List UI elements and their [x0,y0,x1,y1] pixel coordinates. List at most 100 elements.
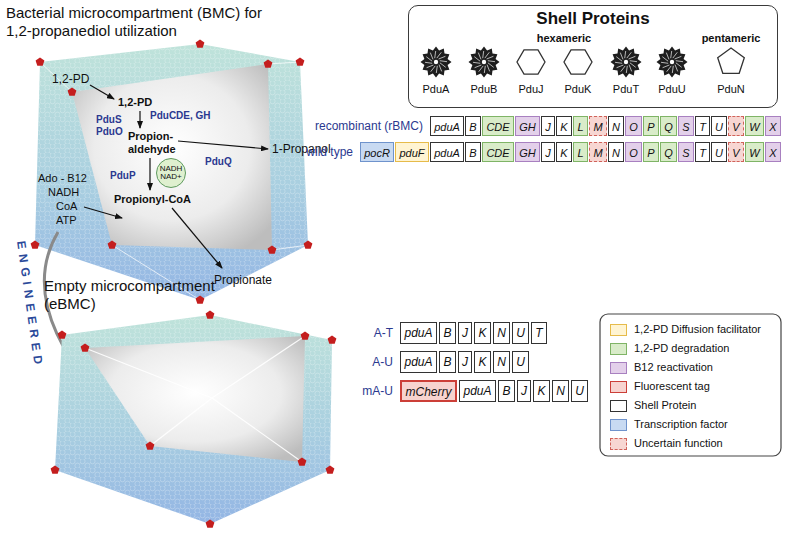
gene-name: S [682,144,689,162]
gene-box: O [625,116,642,136]
protein-icon [460,44,508,80]
shell-protein: PduU [648,44,696,102]
gene-box: U [512,322,529,344]
gene-box: M [589,142,607,162]
gene-box: V [728,142,744,162]
protein-name: PduU [648,83,696,95]
legend-frame [600,314,781,456]
gene-name: M [593,144,602,162]
gene-box: L [573,142,588,162]
gene-name: U [715,144,723,162]
gene-box: pduA [459,380,496,402]
gene-name: pduA [404,323,432,343]
gene-name: mCherry [405,383,451,401]
gene-box: J [541,116,555,136]
gene-name: J [545,118,551,136]
protein-name: PduB [460,83,508,95]
pathway-label: Ado - B12 [38,172,87,184]
legend-text: 1,2-PD degradation [634,342,729,354]
ebmc-shell [51,310,337,527]
legend-swatch [610,419,627,431]
gene-box: N [552,380,569,402]
gene-name: T [535,323,542,343]
legend-text: Uncertain function [634,437,723,449]
gene-box: W [745,142,764,162]
gene-box: P [643,142,659,162]
protein-name: PduT [602,83,650,95]
gene-name: N [612,144,620,162]
group-label: pentameric [691,32,771,44]
gene-name: W [749,144,759,162]
protein-icon [554,44,602,80]
arrow-label: ENGINEERED [14,240,46,370]
legend-text: Transcription factor [634,418,728,430]
shell-protein: PduJ [507,44,555,102]
gene-box: U [711,116,727,136]
gene-box: P [643,116,659,136]
gene-name: J [462,352,468,372]
gene-box: W [745,116,764,136]
gene-name: CDE [486,118,509,136]
legend-text: 1,2-PD Diffusion facilitator [634,323,761,335]
gene-name: J [545,144,551,162]
gene-name: pduA [434,118,460,136]
gene-name: P [647,144,654,162]
panel-title: Shell Proteins [409,9,777,29]
gene-box: pduF [395,142,429,162]
gene-box: N [493,351,510,373]
panel-heading: Bacterial microcompartment (BMC) for 1,2… [6,4,286,40]
gene-box: pduA [400,322,437,344]
gene-name: T [699,118,706,136]
protein-name: PduJ [507,83,555,95]
shell-protein: PduT [602,44,650,102]
shell-protein-panel: Shell ProteinshexamericpentamericPduAPdu… [408,5,778,108]
legend-swatch [610,381,627,393]
gene-box: GH [515,116,540,136]
gene-box: K [533,380,550,402]
gene-box: B [439,322,456,344]
pathway-label: Propionate [214,273,272,287]
gene-box: K [556,116,572,136]
pathway-label: 1,2-PD [118,96,152,108]
panel-heading: Empty microcompartment (eBMC) [44,277,254,313]
row-label: A-U [372,355,393,369]
gene-name: V [732,144,739,162]
legend-swatch [610,343,627,355]
legend-swatch [610,324,627,336]
gene-name: X [769,118,776,136]
gene-box: J [458,351,472,373]
gene-name: W [749,118,759,136]
gene-box: Q [660,116,677,136]
gene-name: S [682,118,689,136]
gene-name: V [732,118,739,136]
gene-name: K [560,118,567,136]
gene-name: B [469,118,476,136]
cofactor-circle: NADH NAD+ [156,158,186,188]
gene-name: J [521,381,527,401]
legend-swatch [610,438,627,450]
pathway-label: CoA [56,200,77,212]
gene-box: O [625,142,642,162]
gene-name: pduA [434,144,460,162]
gene-box: pduA [430,116,464,136]
gene-box: Q [660,142,677,162]
row-label: wild type [306,145,353,159]
gene-name: Q [664,144,673,162]
gene-name: K [478,352,486,372]
gene-name: N [497,352,506,372]
gene-name: B [469,144,476,162]
pathway-label: PduCDE, GH [150,110,211,121]
gene-name: K [537,381,545,401]
gene-box: U [711,142,727,162]
legend-swatch [610,400,627,412]
protein-name: PduK [554,83,602,95]
gene-box: B [439,351,456,373]
gene-box: S [678,116,694,136]
gene-name: GH [519,144,536,162]
pathway-label: Propionyl-CoA [114,193,191,205]
gene-name: O [629,144,638,162]
shell-protein: PduB [460,44,508,102]
pathway-label: ATP [56,214,77,226]
gene-box: pocR [360,142,394,162]
